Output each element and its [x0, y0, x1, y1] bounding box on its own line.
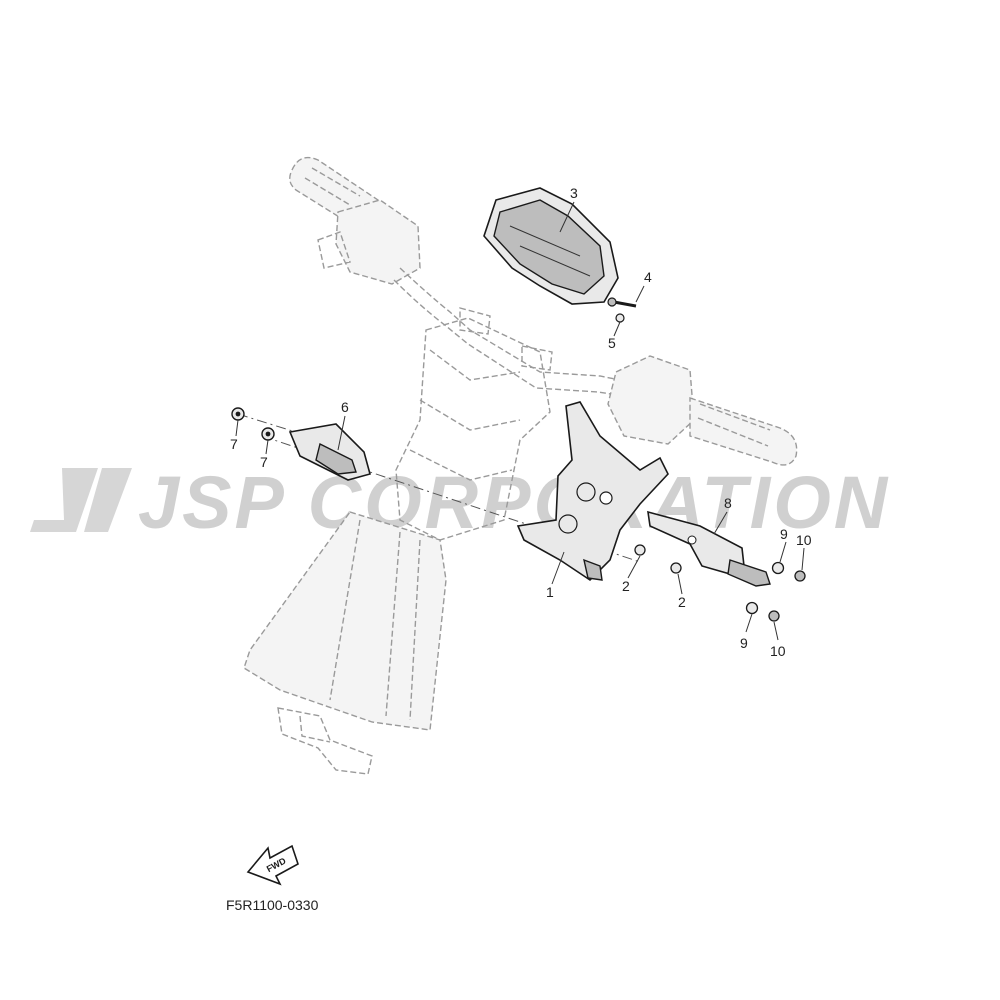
callout-2-lower: 2: [678, 594, 686, 610]
callout-7-right: 7: [260, 454, 268, 470]
callout-10-upper: 10: [796, 532, 812, 548]
leader-lines: [235, 201, 805, 641]
part-4-bolt: [607, 297, 637, 308]
part-2-screws: [634, 544, 682, 574]
callout-6: 6: [341, 399, 349, 415]
part-1-main-bracket: [516, 401, 669, 582]
callout-4: 4: [644, 269, 652, 285]
callout-1: 1: [546, 584, 554, 600]
handlebar-ghost: [243, 156, 798, 775]
diagram-code: F5R1100-0330: [226, 897, 319, 913]
callout-10-lower: 10: [770, 643, 786, 659]
callout-3: 3: [570, 185, 578, 201]
fwd-arrow-icon: FWD: [246, 844, 299, 886]
callout-8: 8: [724, 495, 732, 511]
part-7-screws: [231, 407, 275, 441]
part-6-bracket: [288, 423, 371, 481]
watermark-logo-mark: [30, 468, 132, 532]
callout-5: 5: [608, 335, 616, 351]
watermark-text: JSP CORPORATION: [138, 461, 890, 544]
callout-9-upper: 9: [780, 526, 788, 542]
part-5-washer: [615, 313, 625, 323]
part-10-nuts: [768, 570, 806, 622]
callout-labels: 3 4 5 6 7 7 1 2 2 8 9 10 9 10: [230, 185, 812, 659]
callout-2-upper: 2: [622, 578, 630, 594]
assembly-axis-line-upper: [237, 413, 303, 435]
part-9-bolts: [745, 561, 785, 615]
callout-9-lower: 9: [740, 635, 748, 651]
watermark: JSP CORPORATION: [30, 461, 890, 544]
part-3-cover: [483, 187, 619, 305]
callout-7-left: 7: [230, 436, 238, 452]
